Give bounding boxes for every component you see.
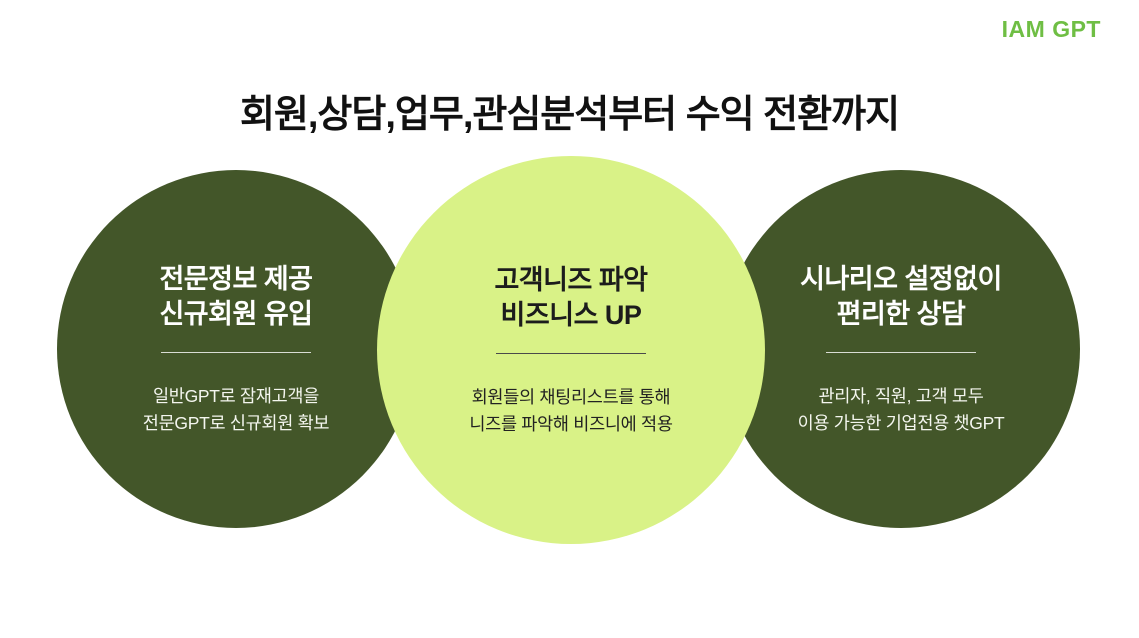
slide-title: 회원,상담,업무,관심분석부터 수익 전환까지 [239,94,900,137]
circle-body: 관리자, 직원, 고객 모두 이용 가능한 기업전용 챗GPT [797,386,1005,433]
circle-divider [496,353,646,355]
circle-heading: 전문정보 제공 신규회원 유입 [159,264,313,330]
circle-divider [826,352,976,354]
feature-circle-customer-needs: 고객니즈 파악 비즈니스 UP 회원들의 채팅리스트를 통해 니즈를 파악해 비… [377,156,765,544]
circle-body: 회원들의 채팅리스트를 통해 니즈를 파악해 비즈니에 적용 [469,387,673,434]
brand-logo: IAM GPT [1001,16,1101,42]
circle-divider [161,352,311,354]
feature-circle-easy-consulting: 시나리오 설정없이 편리한 상담 관리자, 직원, 고객 모두 이용 가능한 기… [722,170,1080,528]
feature-circle-new-members: 전문정보 제공 신규회원 유입 일반GPT로 잠재고객을 전문GPT로 신규회원… [57,170,415,528]
circle-body: 일반GPT로 잠재고객을 전문GPT로 신규회원 확보 [142,386,330,433]
circle-heading: 고객니즈 파악 비즈니스 UP [494,265,648,331]
circle-heading: 시나리오 설정없이 편리한 상담 [800,264,1002,330]
